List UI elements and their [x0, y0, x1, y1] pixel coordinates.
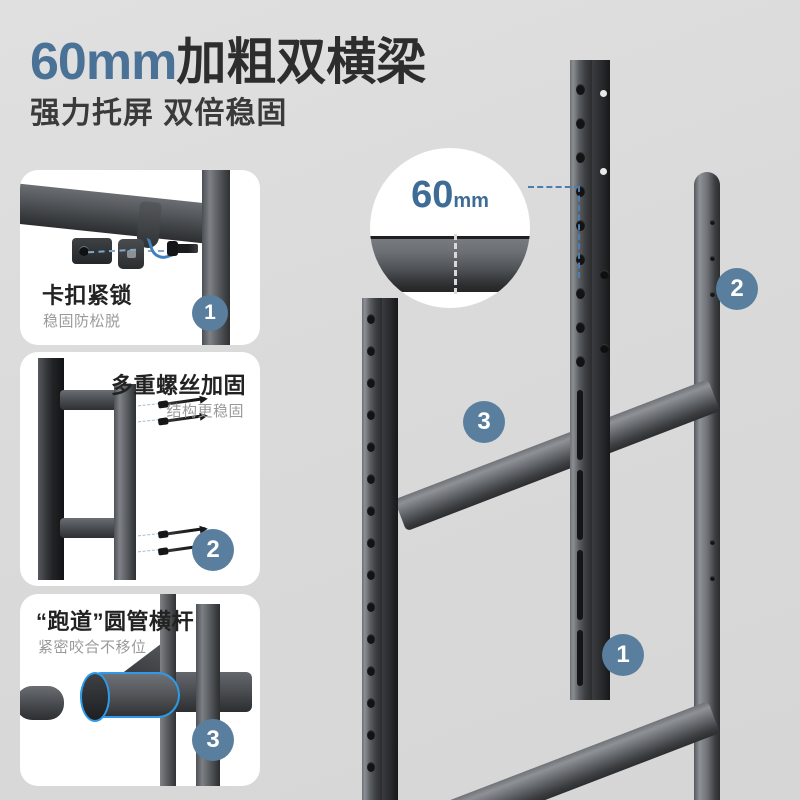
feature-card-runway-tube: “跑道”圆管横杆 紧密咬合不移位 3 [20, 594, 260, 786]
measure-dashed-line [454, 234, 457, 294]
crossbeam-graphic [60, 390, 118, 410]
upper-crossbeam [394, 379, 721, 532]
card-title: 卡扣紧锁 [42, 283, 133, 308]
title-highlight: 60mm [30, 33, 177, 91]
screw-graphic [167, 241, 198, 256]
card-subtitle: 稳固防松脱 [43, 313, 121, 330]
post-hole [710, 576, 715, 581]
title-rest: 加粗双横梁 [176, 34, 427, 90]
page-title: 60mm加粗双横梁 [30, 22, 426, 94]
center-vesa-rail-edge [592, 60, 610, 700]
rail-hole [367, 762, 375, 772]
rail-hole [367, 538, 375, 548]
rail-hole [367, 474, 375, 484]
rail-hole [576, 118, 585, 129]
rail-hole [367, 346, 375, 356]
crossbeam-graphic [20, 183, 224, 245]
feature-card-multi-screw: 多重螺丝加固 结构更稳固 2 [20, 352, 260, 586]
callout-unit: mm [453, 190, 489, 212]
vesa-rail-graphic [54, 358, 64, 580]
rail-hole [367, 410, 375, 420]
card-badge-1: 1 [192, 295, 228, 331]
bolt-head [600, 168, 607, 175]
callout-tube-section [370, 236, 530, 292]
rail-hole [576, 356, 585, 367]
crossbeam-graphic [60, 518, 118, 538]
callout-label: 60mm [370, 174, 530, 217]
right-vertical-post [694, 172, 720, 800]
bolt-head [600, 270, 609, 279]
rail-slot [577, 630, 583, 686]
multi-screw-illustration [20, 352, 260, 586]
rail-hole [367, 570, 375, 580]
sixty-mm-callout: 60mm [370, 148, 530, 308]
rail-hole [367, 442, 375, 452]
post-hole [710, 220, 715, 225]
bolt-head [600, 90, 607, 97]
hero-badge-2: 2 [716, 268, 758, 310]
card-badge-2: 2 [192, 529, 234, 571]
hero-badge-1: 1 [602, 634, 644, 676]
rail-hole [367, 314, 375, 324]
rail-hole [367, 730, 375, 740]
rail-hole [367, 698, 375, 708]
card-badge-3: 3 [192, 719, 234, 761]
card-title: 多重螺丝加固 [110, 373, 246, 398]
page-subtitle: 强力托屏 双倍稳固 [30, 97, 288, 130]
rail-hole [367, 666, 375, 676]
rail-slot [577, 550, 583, 620]
rail-hole [367, 634, 375, 644]
bolt-head [600, 344, 609, 353]
rail-hole [576, 220, 585, 231]
callout-value: 60 [411, 174, 454, 216]
callout-leader-line [528, 186, 580, 278]
leader-line [148, 250, 174, 252]
bracket-graphic [72, 238, 112, 264]
rail-hole [576, 84, 585, 95]
vertical-post-graphic [114, 384, 136, 580]
tube-edge [370, 236, 530, 239]
center-vesa-rail [570, 60, 592, 700]
product-hero-image: 60mm 2 3 1 [270, 60, 800, 800]
runway-tube-illustration [20, 594, 260, 786]
post-hole [710, 540, 715, 545]
rail-slot [577, 390, 583, 460]
rail-hole [576, 322, 585, 333]
rail-hole [367, 602, 375, 612]
card-title: “跑道”圆管横杆 [36, 609, 195, 634]
post-hole [710, 292, 715, 297]
post-hole [710, 256, 715, 261]
hero-badge-3: 3 [463, 401, 505, 443]
lock-tab-graphic [118, 239, 144, 269]
rail-hole [576, 288, 585, 299]
card-subtitle: 结构更稳固 [166, 403, 244, 420]
card-subtitle: 紧密咬合不移位 [38, 639, 147, 656]
rail-hole [367, 378, 375, 388]
feature-card-buckle-lock: 卡扣紧锁 稳固防松脱 1 [20, 170, 260, 345]
rail-hole [367, 506, 375, 516]
rail-hole [576, 186, 585, 197]
tube-stub-graphic [20, 686, 64, 720]
lower-crossbeam [394, 701, 721, 800]
left-vesa-rail-edge [382, 298, 398, 800]
rail-hole [576, 254, 585, 265]
rail-slot [577, 470, 583, 540]
runway-tube-graphic [80, 672, 180, 722]
vesa-rail-graphic [38, 358, 54, 580]
rail-hole [576, 152, 585, 163]
left-vesa-rail [362, 298, 382, 800]
